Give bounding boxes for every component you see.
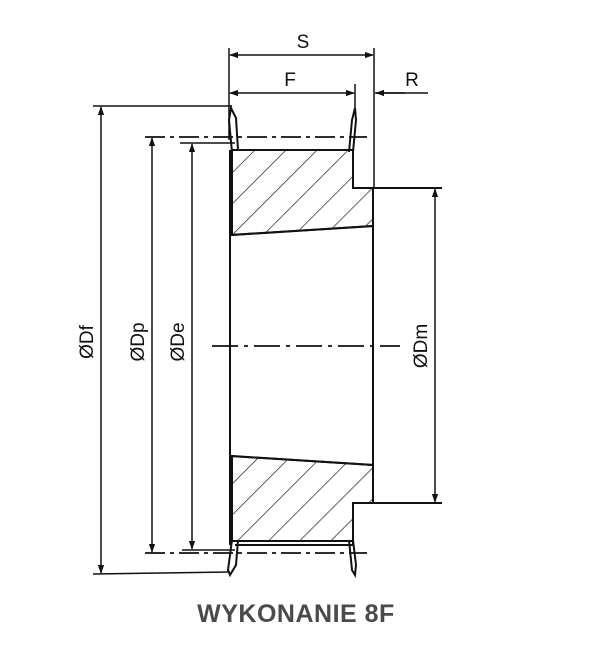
label-r: R bbox=[405, 70, 419, 91]
label-df: ØDf bbox=[77, 324, 98, 359]
centerlines bbox=[145, 136, 400, 554]
flange-top-right bbox=[348, 107, 358, 153]
hatched-section-bottom bbox=[231, 454, 374, 542]
label-dp: ØDp bbox=[128, 322, 149, 361]
label-f: F bbox=[284, 70, 296, 91]
label-s: S bbox=[297, 32, 310, 53]
flange-top-left bbox=[227, 104, 239, 153]
label-dm: ØDm bbox=[411, 324, 432, 368]
hatched-section-top bbox=[231, 149, 374, 237]
label-de: ØDe bbox=[168, 322, 189, 361]
dimension-lines bbox=[97, 51, 439, 574]
flange-bottom-right bbox=[348, 539, 358, 579]
flange-bottom-left bbox=[226, 539, 239, 578]
variant-caption: WYKONANIE 8F bbox=[197, 600, 395, 628]
pulley-technical-drawing: S F R ØDf ØDp ØDe ØDm bbox=[77, 32, 442, 579]
